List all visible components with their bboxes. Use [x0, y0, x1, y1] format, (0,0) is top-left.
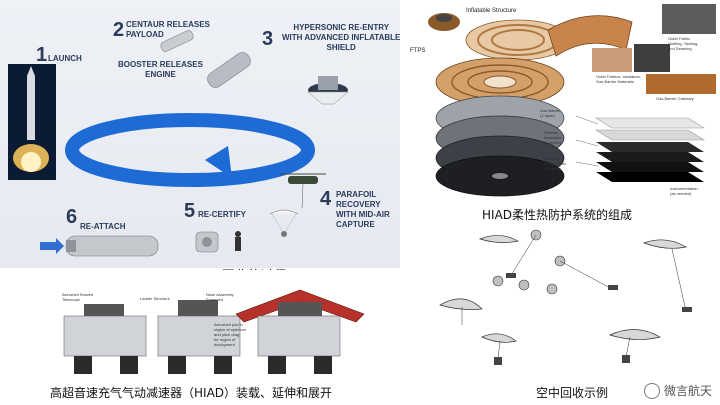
helicopter — [280, 173, 326, 209]
stage-stowed — [63, 304, 147, 374]
panel-aerial-recovery — [400, 225, 720, 405]
hiad-deploy-sequence — [63, 289, 365, 374]
engine-recertify — [195, 231, 241, 253]
label-outer-fabrics: Outer Fabrics, Insulators, Gas Barrier M… — [596, 74, 641, 84]
label-inflatable-structure: Inflatable Structure — [466, 8, 517, 14]
label-catenary: Gas Barrier Catenary — [656, 96, 694, 101]
reattach-booster — [40, 235, 159, 257]
material-layers — [594, 117, 706, 182]
parafoil-3 — [609, 329, 661, 340]
parachute-1 — [478, 235, 519, 243]
photo-catenary — [646, 74, 716, 94]
panel-hiad-components: Inflatable Structure FTPS Outer Fabric Q… — [400, 0, 720, 222]
label-instrumentation: Instrumentation (as needed) — [670, 186, 698, 196]
label-flexible-insulation: Flexible Insulation (n-layers) — [544, 130, 562, 145]
caption-hiad-components: HIAD柔性热防护系统的组成 — [482, 208, 633, 222]
recovery-loop-arrow — [65, 113, 315, 187]
tps-layers — [435, 57, 565, 197]
centaur-stage — [160, 30, 194, 52]
aerial-recovery-examples — [439, 229, 692, 365]
step-label-launch: LAUNCH — [48, 54, 82, 63]
step-number-6: 6 — [66, 206, 78, 228]
label-outer-quilting: Outer Fabric Quilting, Tacking, and Seam… — [668, 36, 699, 51]
parafoil-2 — [481, 333, 517, 343]
step-label-reentry: HYPERSONIC RE-ENTRY WITH ADVANCED INFLAT… — [282, 23, 400, 52]
watermark: 微言航天 — [643, 382, 712, 399]
step-label-centaur: CENTAUR RELEASES PAYLOAD — [126, 20, 210, 39]
note-aeroshell: Aeroshell pod in region of optimum and p… — [214, 322, 247, 347]
step-number-5: 5 — [184, 200, 196, 222]
note-nose: Nose Assembly Extended — [206, 292, 234, 302]
panel-hiad-deploy: Aeroshell Stowed Telescope Ladder Struct… — [0, 270, 400, 405]
note-ladder: Ladder Structure — [140, 296, 170, 301]
reentry-capsule — [307, 76, 349, 105]
step-label-parafoil: PARAFOIL RECOVERY WITH MID-AIR CAPTURE — [336, 190, 390, 229]
booster-releases-label: BOOSTER RELEASES ENGINE — [118, 60, 203, 79]
watermark-text: 微言航天 — [663, 384, 712, 398]
outer-fabric-cone — [547, 15, 633, 57]
photo-quilting — [662, 4, 716, 34]
label-gas-barrier: Gas Barrier (1-layer) — [540, 108, 561, 118]
stage-deployed — [235, 289, 365, 374]
hiad-exploded-view — [428, 4, 716, 197]
photo-fabrics — [592, 48, 632, 72]
panel-ula-smart: 1 LAUNCH 2 CENTAUR RELEASES PAYLOAD 3 HY… — [0, 0, 400, 268]
step-label-reattach: RE-ATTACH — [80, 222, 126, 231]
note-stowed: Aeroshell Stowed Telescope — [62, 292, 94, 302]
smart-illustration — [8, 30, 349, 257]
wechat-icon — [643, 382, 660, 399]
step-number-3: 3 — [262, 28, 274, 50]
label-ftps: FTPS — [410, 48, 426, 54]
step-number-1: 1 — [36, 44, 48, 66]
step-number-4: 4 — [320, 188, 332, 210]
caption-hiad-deploy: 高超音速充气气动减速器（HIAD）装载、延伸和展开 — [50, 386, 333, 400]
step-number-2: 2 — [113, 19, 125, 41]
parafoil — [269, 209, 299, 215]
step-label-recertify: RE-CERTIFY — [198, 210, 246, 219]
label-ceramic: Ceramic Outer Fabric (2-layers) — [544, 156, 567, 171]
parachute-2 — [642, 239, 687, 249]
parafoil-1 — [439, 298, 483, 310]
stage-extended — [157, 300, 241, 374]
caption-aerial-recovery: 空中回收示例 — [536, 386, 609, 400]
booster-cylinder — [207, 52, 251, 88]
